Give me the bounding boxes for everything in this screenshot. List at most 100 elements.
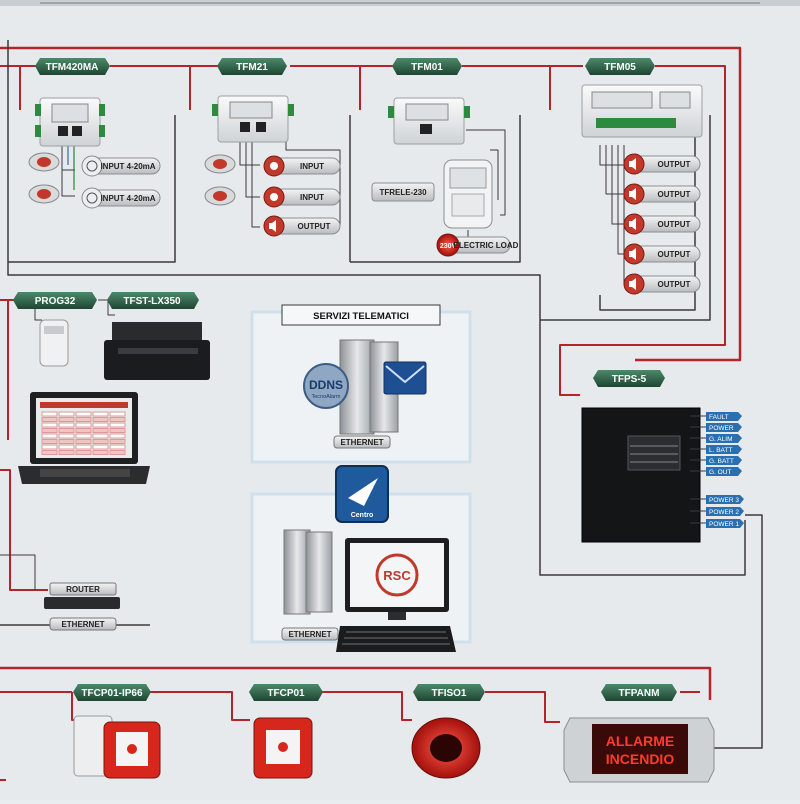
svg-text:INPUT: INPUT xyxy=(300,162,324,171)
module-tfm05: TFM05 xyxy=(581,58,703,138)
power-output-list: POWER 3 POWER 2 POWER 1 xyxy=(690,495,744,528)
tag-tfiso1 xyxy=(413,684,485,701)
svg-text:DDNS: DDNS xyxy=(309,378,343,392)
svg-text:ETHERNET: ETHERNET xyxy=(340,438,383,447)
email-envelope-icon xyxy=(383,361,427,395)
svg-text:ROUTER: ROUTER xyxy=(66,585,100,594)
module-tfm01: TFM01 TFRELE-230 230V ELECTRIC LOAD xyxy=(371,58,519,257)
svg-text:TFM05: TFM05 xyxy=(604,62,636,73)
output-pill: OUTPUT xyxy=(623,183,701,205)
svg-text:TFCP01-IP66: TFCP01-IP66 xyxy=(81,688,143,699)
tag-tfm05 xyxy=(585,58,655,75)
relay-tfrele230: TFRELE-230 xyxy=(371,159,493,229)
output-pill-label: OUTPUT xyxy=(658,160,691,169)
power-output-label: POWER 1 xyxy=(709,521,739,528)
power-signal-tag: FAULT xyxy=(690,412,742,421)
output-pill: OUTPUT xyxy=(623,273,701,295)
svg-text:TecnoAlarm: TecnoAlarm xyxy=(311,394,340,400)
wiring xyxy=(0,40,763,781)
module-tfm420ma: TFM420MA INPUT 4-20mA INPUT 4-20mA xyxy=(28,58,161,209)
power-signal-tag: POWER xyxy=(690,423,742,432)
speaker-icon xyxy=(269,220,276,232)
power-output-tag: POWER 2 xyxy=(690,507,744,516)
svg-text:TFM21: TFM21 xyxy=(236,62,268,73)
svg-text:TFST-LX350: TFST-LX350 xyxy=(123,296,181,307)
output-pill: OUTPUT xyxy=(623,153,701,175)
svg-text:230V: 230V xyxy=(440,243,457,250)
svg-text:TFPS-5: TFPS-5 xyxy=(612,374,647,385)
telematic-services-panel: SERVIZI TELEMATICI DDNS TecnoAlarm ETHER… xyxy=(250,304,472,464)
keyboard-icon xyxy=(336,626,456,652)
tag-tfm420ma xyxy=(35,58,110,75)
svg-text:ELECTRIC LOAD: ELECTRIC LOAD xyxy=(454,241,519,250)
input-pill: INPUT xyxy=(263,186,341,208)
tag-tfm21 xyxy=(217,58,287,75)
sensor-icon xyxy=(28,184,60,204)
power-supply-tfps5: TFPS-5 xyxy=(581,370,701,543)
svg-text:INPUT: INPUT xyxy=(300,193,324,202)
svg-text:Centro: Centro xyxy=(351,512,374,519)
speaker-icon xyxy=(629,218,636,230)
power-output-tag: POWER 3 xyxy=(690,495,744,504)
telematic-title-box xyxy=(281,304,441,326)
speaker-icon xyxy=(629,188,636,200)
svg-text:INPUT 4-20mA: INPUT 4-20mA xyxy=(100,162,155,171)
svg-text:ETHERNET: ETHERNET xyxy=(61,620,104,629)
svg-text:PROG32: PROG32 xyxy=(35,296,76,307)
svg-text:ETHERNET: ETHERNET xyxy=(288,630,331,639)
loop-device-tfiso1: TFISO1 xyxy=(411,684,485,779)
electric-load: 230V ELECTRIC LOAD xyxy=(436,233,519,257)
loop-device-tfcp01-ip66: TFCP01-IP66 xyxy=(73,684,161,779)
printer-tfst-lx350: TFST-LX350 xyxy=(104,292,210,380)
output-pill: OUTPUT xyxy=(623,243,701,265)
power-signal-label: G. ALIM xyxy=(709,436,732,443)
tag-tfst-lx350 xyxy=(107,292,199,309)
svg-text:OUTPUT: OUTPUT xyxy=(298,222,331,231)
power-output-label: POWER 2 xyxy=(709,509,739,516)
tag-tfcp01 xyxy=(249,684,323,701)
svg-text:ALLARME: ALLARME xyxy=(606,733,674,749)
power-signal-label: G. BATT xyxy=(709,458,734,465)
loop-device-tfcp01: TFCP01 xyxy=(249,684,323,779)
power-signal-label: L. BATT xyxy=(709,447,732,454)
module-tfm21: TFM21 INPUT INPUT xyxy=(204,58,341,237)
svg-text:TFCP01: TFCP01 xyxy=(267,688,305,699)
sensor-icon xyxy=(204,186,236,206)
power-signal-tag: G. OUT xyxy=(690,467,742,476)
svg-text:TFISO1: TFISO1 xyxy=(431,688,466,699)
sensor-icon xyxy=(28,152,60,172)
power-output-label: POWER 3 xyxy=(709,497,739,504)
svg-text:TFRELE-230: TFRELE-230 xyxy=(379,188,427,197)
speaker-icon xyxy=(629,248,636,260)
output-pill-label: OUTPUT xyxy=(658,250,691,259)
tag-tfm01 xyxy=(392,58,462,75)
prog32-device: PROG32 xyxy=(13,292,97,367)
centre-logo-icon: Centro xyxy=(335,465,389,523)
tag-tfps5 xyxy=(593,370,665,387)
output-pill: OUTPUT xyxy=(263,215,341,237)
ddns-globe-icon: DDNS TecnoAlarm xyxy=(303,363,349,409)
power-signal-tag: G. BATT xyxy=(690,456,742,465)
input-pill: INPUT 4-20mA xyxy=(81,155,161,177)
output-pill-label: OUTPUT xyxy=(658,220,691,229)
svg-text:SERVIZI TELEMATICI: SERVIZI TELEMATICI xyxy=(313,311,409,322)
power-signal-list: FAULT POWER G. ALIM L. BATT G. BATT G. OUT xyxy=(690,412,742,476)
laptop xyxy=(18,392,150,484)
power-signal-tag: L. BATT xyxy=(690,445,742,454)
output-pill-label: OUTPUT xyxy=(658,280,691,289)
sensor-icon xyxy=(204,154,236,174)
power-output-tag: POWER 1 xyxy=(690,519,744,528)
svg-text:TFPANM: TFPANM xyxy=(619,688,660,699)
centre-panel: Centro RSC ETHERNET xyxy=(250,465,472,652)
svg-text:RSC: RSC xyxy=(383,568,411,583)
svg-text:TFM420MA: TFM420MA xyxy=(46,62,99,73)
power-signal-tag: G. ALIM xyxy=(690,434,742,443)
router: ROUTER ETHERNET xyxy=(44,582,120,631)
power-signal-label: FAULT xyxy=(709,414,729,421)
tag-tfpanm xyxy=(601,684,677,701)
power-signal-label: POWER xyxy=(709,425,734,432)
svg-text:INCENDIO: INCENDIO xyxy=(606,751,675,767)
power-signal-label: G. OUT xyxy=(709,469,731,476)
input-pill: INPUT xyxy=(263,155,341,177)
